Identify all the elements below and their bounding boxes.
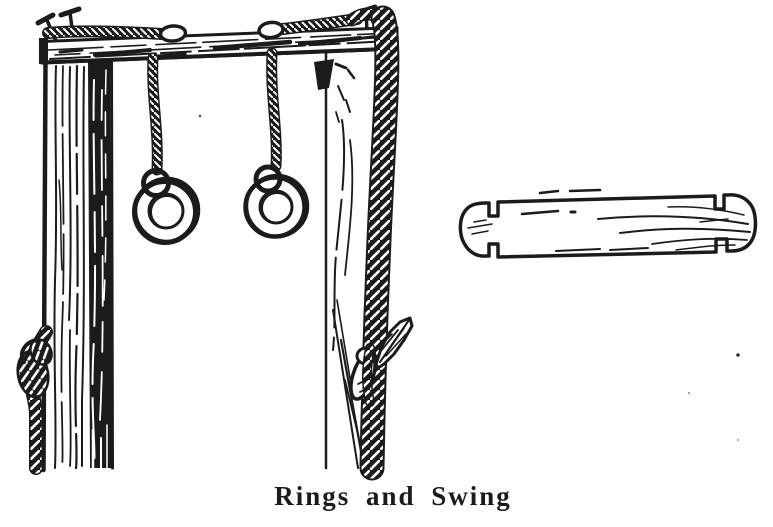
swing-seat-board: [458, 188, 758, 259]
right-post: [314, 49, 367, 470]
rope-knot: [16, 325, 53, 475]
rope-coil: [345, 5, 400, 481]
paper-speck: [198, 114, 740, 442]
left-post: [41, 59, 114, 473]
gymnastic-ring-left: [132, 168, 201, 245]
cleat: [349, 316, 414, 407]
rope-wrap-left: [42, 24, 188, 43]
gymnastic-ring-right: [243, 164, 310, 239]
ring-rope-left: [147, 52, 163, 176]
crossbar: [39, 26, 399, 65]
ring-rope-right: [266, 47, 282, 172]
figure-caption: Rings and Swing: [274, 481, 512, 511]
